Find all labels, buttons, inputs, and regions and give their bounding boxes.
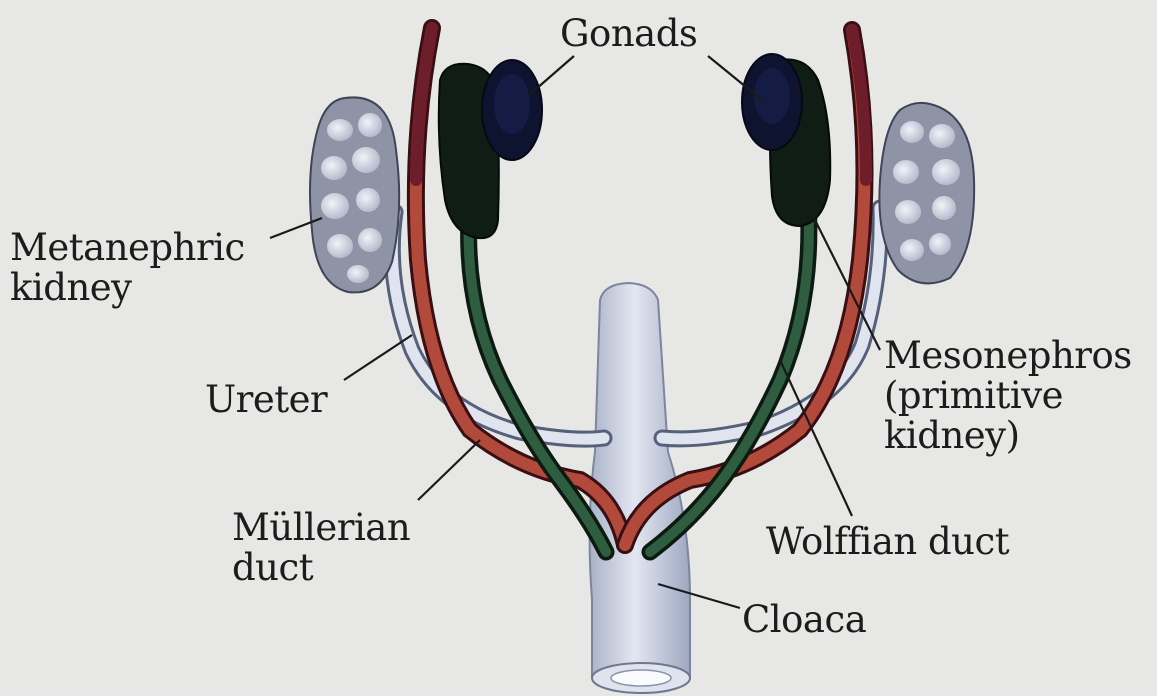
metanephric-kidney-left [310,97,399,292]
label-mesonephros-line3: kidney) [884,416,1132,456]
label-mesonephros-line2: (primitive [884,376,1132,416]
label-mullerian-duct: Müllerian duct [232,508,410,588]
leader-mullerian [418,440,480,500]
label-mullerian-line1: Müllerian [232,508,410,548]
label-mesonephros: Mesonephros (primitive kidney) [884,336,1132,456]
gonads [482,54,802,160]
label-gonads: Gonads [560,14,697,54]
label-metanephric-kidney: Metanephric kidney [10,228,245,308]
label-wolffian-duct: Wolffian duct [766,522,1009,562]
label-metanephric-line1: Metanephric [10,228,245,268]
leader-ureter [344,335,412,380]
label-ureter: Ureter [205,380,327,420]
label-mullerian-line2: duct [232,548,410,588]
label-mesonephros-line1: Mesonephros [884,336,1132,376]
metanephric-kidney-right [879,103,974,284]
label-metanephric-line2: kidney [10,268,245,308]
label-cloaca: Cloaca [742,600,866,640]
